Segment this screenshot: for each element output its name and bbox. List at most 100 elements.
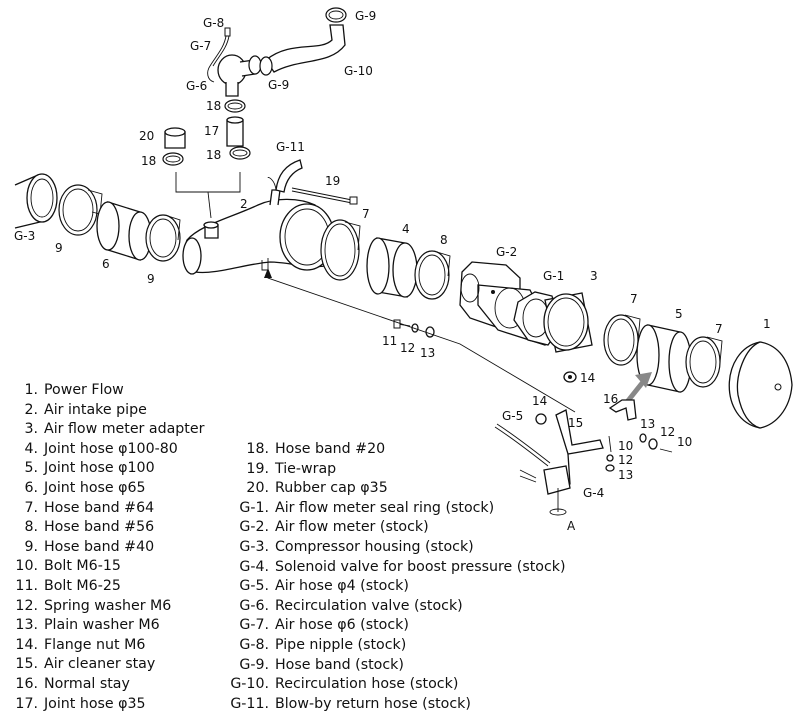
legend-item-text: Normal stay [44,675,130,692]
legend-item-text: Air intake pipe [44,401,147,418]
legend-item: G-1. Air flow meter seal ring (stock) [222,499,566,519]
legend-item-number: G-2. [239,519,269,536]
callout-4: 4 [402,222,410,236]
legend-item: 14. Flange nut M6 [8,636,204,656]
legend-item: 11.Bolt M6-25 [8,577,204,597]
legend-item-number: G-7. [239,617,269,634]
legend-item-text: Joint hose φ35 [44,695,146,712]
legend-item-text: Air cleaner stay [44,656,156,673]
legend-item-number: 10. [15,558,38,575]
hose-band-18-top [224,99,246,113]
legend-item: 18. Hose band #20 [222,440,566,460]
legend-item: 13.Plain washer M6 [8,616,204,636]
legend-item-text: Solenoid valve for boost pressure (stock… [275,558,566,575]
joint-hose-17 [226,116,244,147]
callout-12-right: 12 [660,425,675,439]
legend-item: 8.Hose band #56 [8,518,204,538]
legend-item-text: Air flow meter seal ring (stock) [275,499,495,516]
hose-band-18-mid [229,146,251,160]
callout-g5: G-5 [502,409,523,423]
legend-item-number: 14. [15,636,38,653]
legend-item-text: Bolt M6-15 [44,558,121,575]
legend-item-text: Hose band #40 [44,538,155,555]
callout-g10: G-10 [344,64,373,78]
joint-hose-5 [636,324,692,393]
callout-14-upper: 14 [580,371,595,385]
legend-item: G-11.Blow-by return hose (stock) [222,695,566,715]
joint-hose-4 [366,237,418,298]
legend-item-number: 3. [24,421,38,438]
callout-19: 19 [325,174,340,188]
legend-item-number: G-1. [239,499,269,516]
air-hose-g5 [494,423,551,467]
legend-item: 20. Rubber cap φ35 [222,479,566,499]
callout-g9-bottom: G-9 [268,78,289,92]
callout-7-a: 7 [362,207,370,221]
legend-item-number: 17. [15,695,38,712]
legend-item-number: G-11. [230,695,269,712]
legend-item-number: G-5. [239,578,269,595]
legend-item-number: 1. [24,382,38,398]
legend-item: 10. Bolt M6-15 [8,557,204,577]
legend-item-text: Hose band #20 [275,441,386,457]
solenoid-valve [519,465,571,495]
legend-item: 2.Air intake pipe [8,401,204,421]
callout-18-left: 18 [141,154,156,168]
flange-nut-upper [563,371,577,383]
legend-item-number: G-6. [239,597,269,614]
callout-10-right: 10 [677,435,692,449]
legend-item: 4. Joint hose φ100-80 [8,440,204,460]
legend-item-number: 20. [246,480,269,497]
legend-item: 16.Normal stay [8,675,204,695]
legend-item-text: Air hose φ6 (stock) [275,617,409,634]
callout-12-upper: 12 [400,341,415,355]
legend-item-text: Air flow meter (stock) [275,519,429,536]
legend-item-text: Compressor housing (stock) [275,538,474,555]
legend-item-text: Rubber cap φ35 [275,480,388,497]
callout-g7: G-7 [190,39,211,53]
legend-item-text: Power Flow [44,382,124,398]
legend-item-text: Air hose φ4 (stock) [275,578,409,595]
callout-5: 5 [675,307,683,321]
legend-item-number: G-9. [239,656,269,673]
legend-item-number: 18. [246,441,269,457]
legend-item-text: Hose band #56 [44,519,155,536]
callout-2: 2 [240,197,248,211]
callout-10-left: 10 [618,439,633,453]
legend-item-number: 4. [24,440,38,457]
callout-13-right: 13 [640,417,655,431]
callout-13-upper: 13 [420,346,435,360]
legend-item-number: 15. [15,656,38,673]
legend-item-text: Joint hose φ100-80 [44,440,178,457]
callout-g11: G-11 [276,140,305,154]
air-flow-meter-adapter [543,292,593,353]
hose-band-7-c [685,336,723,388]
legend-item: G-10.Recirculation hose (stock) [222,675,566,695]
callout-9-right: 9 [147,272,155,286]
callout-3: 3 [590,269,598,283]
legend-item: G-4.Solenoid valve for boost pressure (s… [222,558,566,578]
joint-hose-6 [96,201,152,261]
legend-item-text: Tie-wrap [275,460,337,477]
legend-item-text: Plain washer M6 [44,617,160,634]
callout-a: A [567,519,576,533]
legend-item: 15. Air cleaner stay [8,655,204,675]
callout-16: 16 [603,392,618,406]
legend-item: G-5. Air hose φ4 (stock) [222,577,566,597]
legend-item-text: Recirculation valve (stock) [275,597,463,614]
hose-band-9-left [58,184,103,236]
legend-item-text: Pipe nipple (stock) [275,636,407,653]
legend-item-text: Air flow meter adapter [44,421,205,438]
assembly-arrow [625,372,652,404]
callout-g6: G-6 [186,79,207,93]
legend-item-number: 19. [246,460,269,477]
legend-item-text: Flange nut M6 [44,636,146,653]
callout-11: 11 [382,334,397,348]
callout-15: 15 [568,416,583,430]
callout-18-top: 18 [206,99,221,113]
parts-legend-right: 18. Hose band #20 19. Tie-wrap 20. Rubber cap… [222,440,566,715]
normal-stay [608,399,637,421]
recirculation-hose-group [259,7,347,76]
hose-band-18-left [162,152,184,166]
